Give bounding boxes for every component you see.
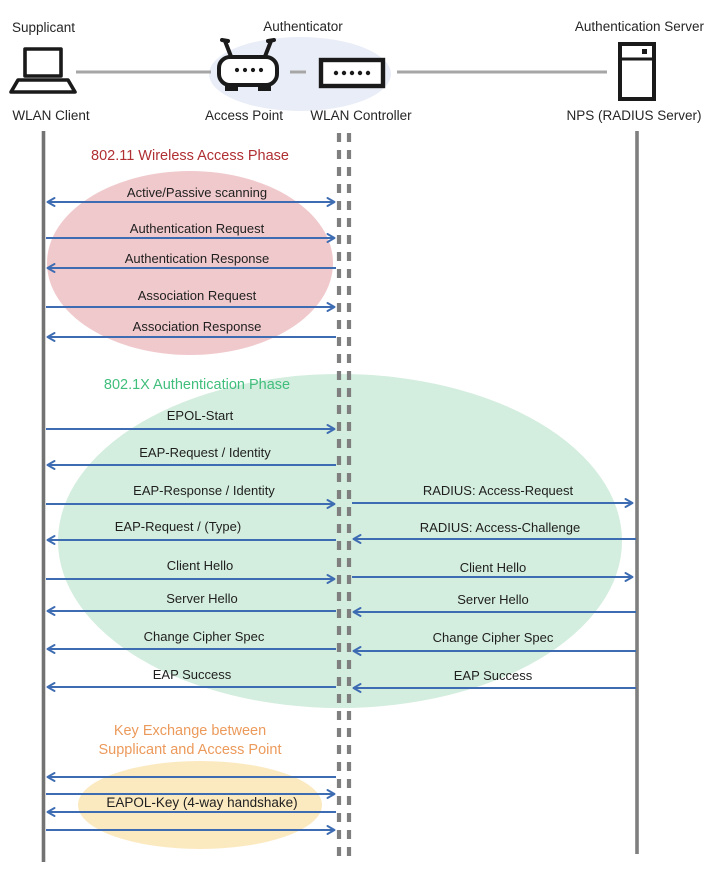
message-label: EPOL-Start xyxy=(167,408,234,423)
message-label: RADIUS: Access-Challenge xyxy=(420,520,580,535)
role-supplicant: Supplicant xyxy=(12,20,75,35)
device-label-wlan-controller: WLAN Controller xyxy=(310,108,412,123)
message-label: EAP Success xyxy=(454,668,533,683)
device-label-wlan-client: WLAN Client xyxy=(12,108,90,123)
message-label: Server Hello xyxy=(457,592,529,607)
phase3-title-line2: Supplicant and Access Point xyxy=(99,742,282,758)
message-arrows xyxy=(46,197,636,835)
message-label: Authentication Response xyxy=(125,251,270,266)
phase2-title: 802.1X Authentication Phase xyxy=(104,377,290,393)
message-label: Change Cipher Spec xyxy=(433,630,554,645)
message-label: Association Response xyxy=(133,319,262,334)
server-icon xyxy=(618,42,656,101)
phase1-ellipse xyxy=(47,171,333,355)
message-label: RADIUS: Access-Request xyxy=(423,483,574,498)
phase1-title: 802.11 Wireless Access Phase xyxy=(91,148,289,164)
device-label-access-point: Access Point xyxy=(205,108,283,123)
message-label: EAP-Request / (Type) xyxy=(115,519,241,534)
role-authentication-server: Authentication Server xyxy=(575,19,705,34)
laptop-icon xyxy=(9,47,77,94)
wlan-controller-icon xyxy=(318,57,386,89)
message-label: Authentication Request xyxy=(130,221,265,236)
access-point-icon xyxy=(217,38,279,91)
message-label: Active/Passive scanning xyxy=(127,185,267,200)
message-label: EAP Success xyxy=(153,667,232,682)
phase3-title-line1: Key Exchange between xyxy=(114,723,266,739)
message-label: Client Hello xyxy=(460,560,526,575)
device-label-nps-server: NPS (RADIUS Server) xyxy=(566,108,701,123)
message-label: EAP-Request / Identity xyxy=(139,445,271,460)
message-label: Association Request xyxy=(138,288,257,303)
message-label: EAPOL-Key (4-way handshake) xyxy=(106,795,297,810)
role-authenticator: Authenticator xyxy=(263,19,343,34)
phase3-ellipse xyxy=(78,761,322,849)
message-label: Change Cipher Spec xyxy=(144,629,265,644)
message-label: Client Hello xyxy=(167,558,233,573)
message-label: EAP-Response / Identity xyxy=(133,483,275,498)
message-label: Server Hello xyxy=(166,591,238,606)
